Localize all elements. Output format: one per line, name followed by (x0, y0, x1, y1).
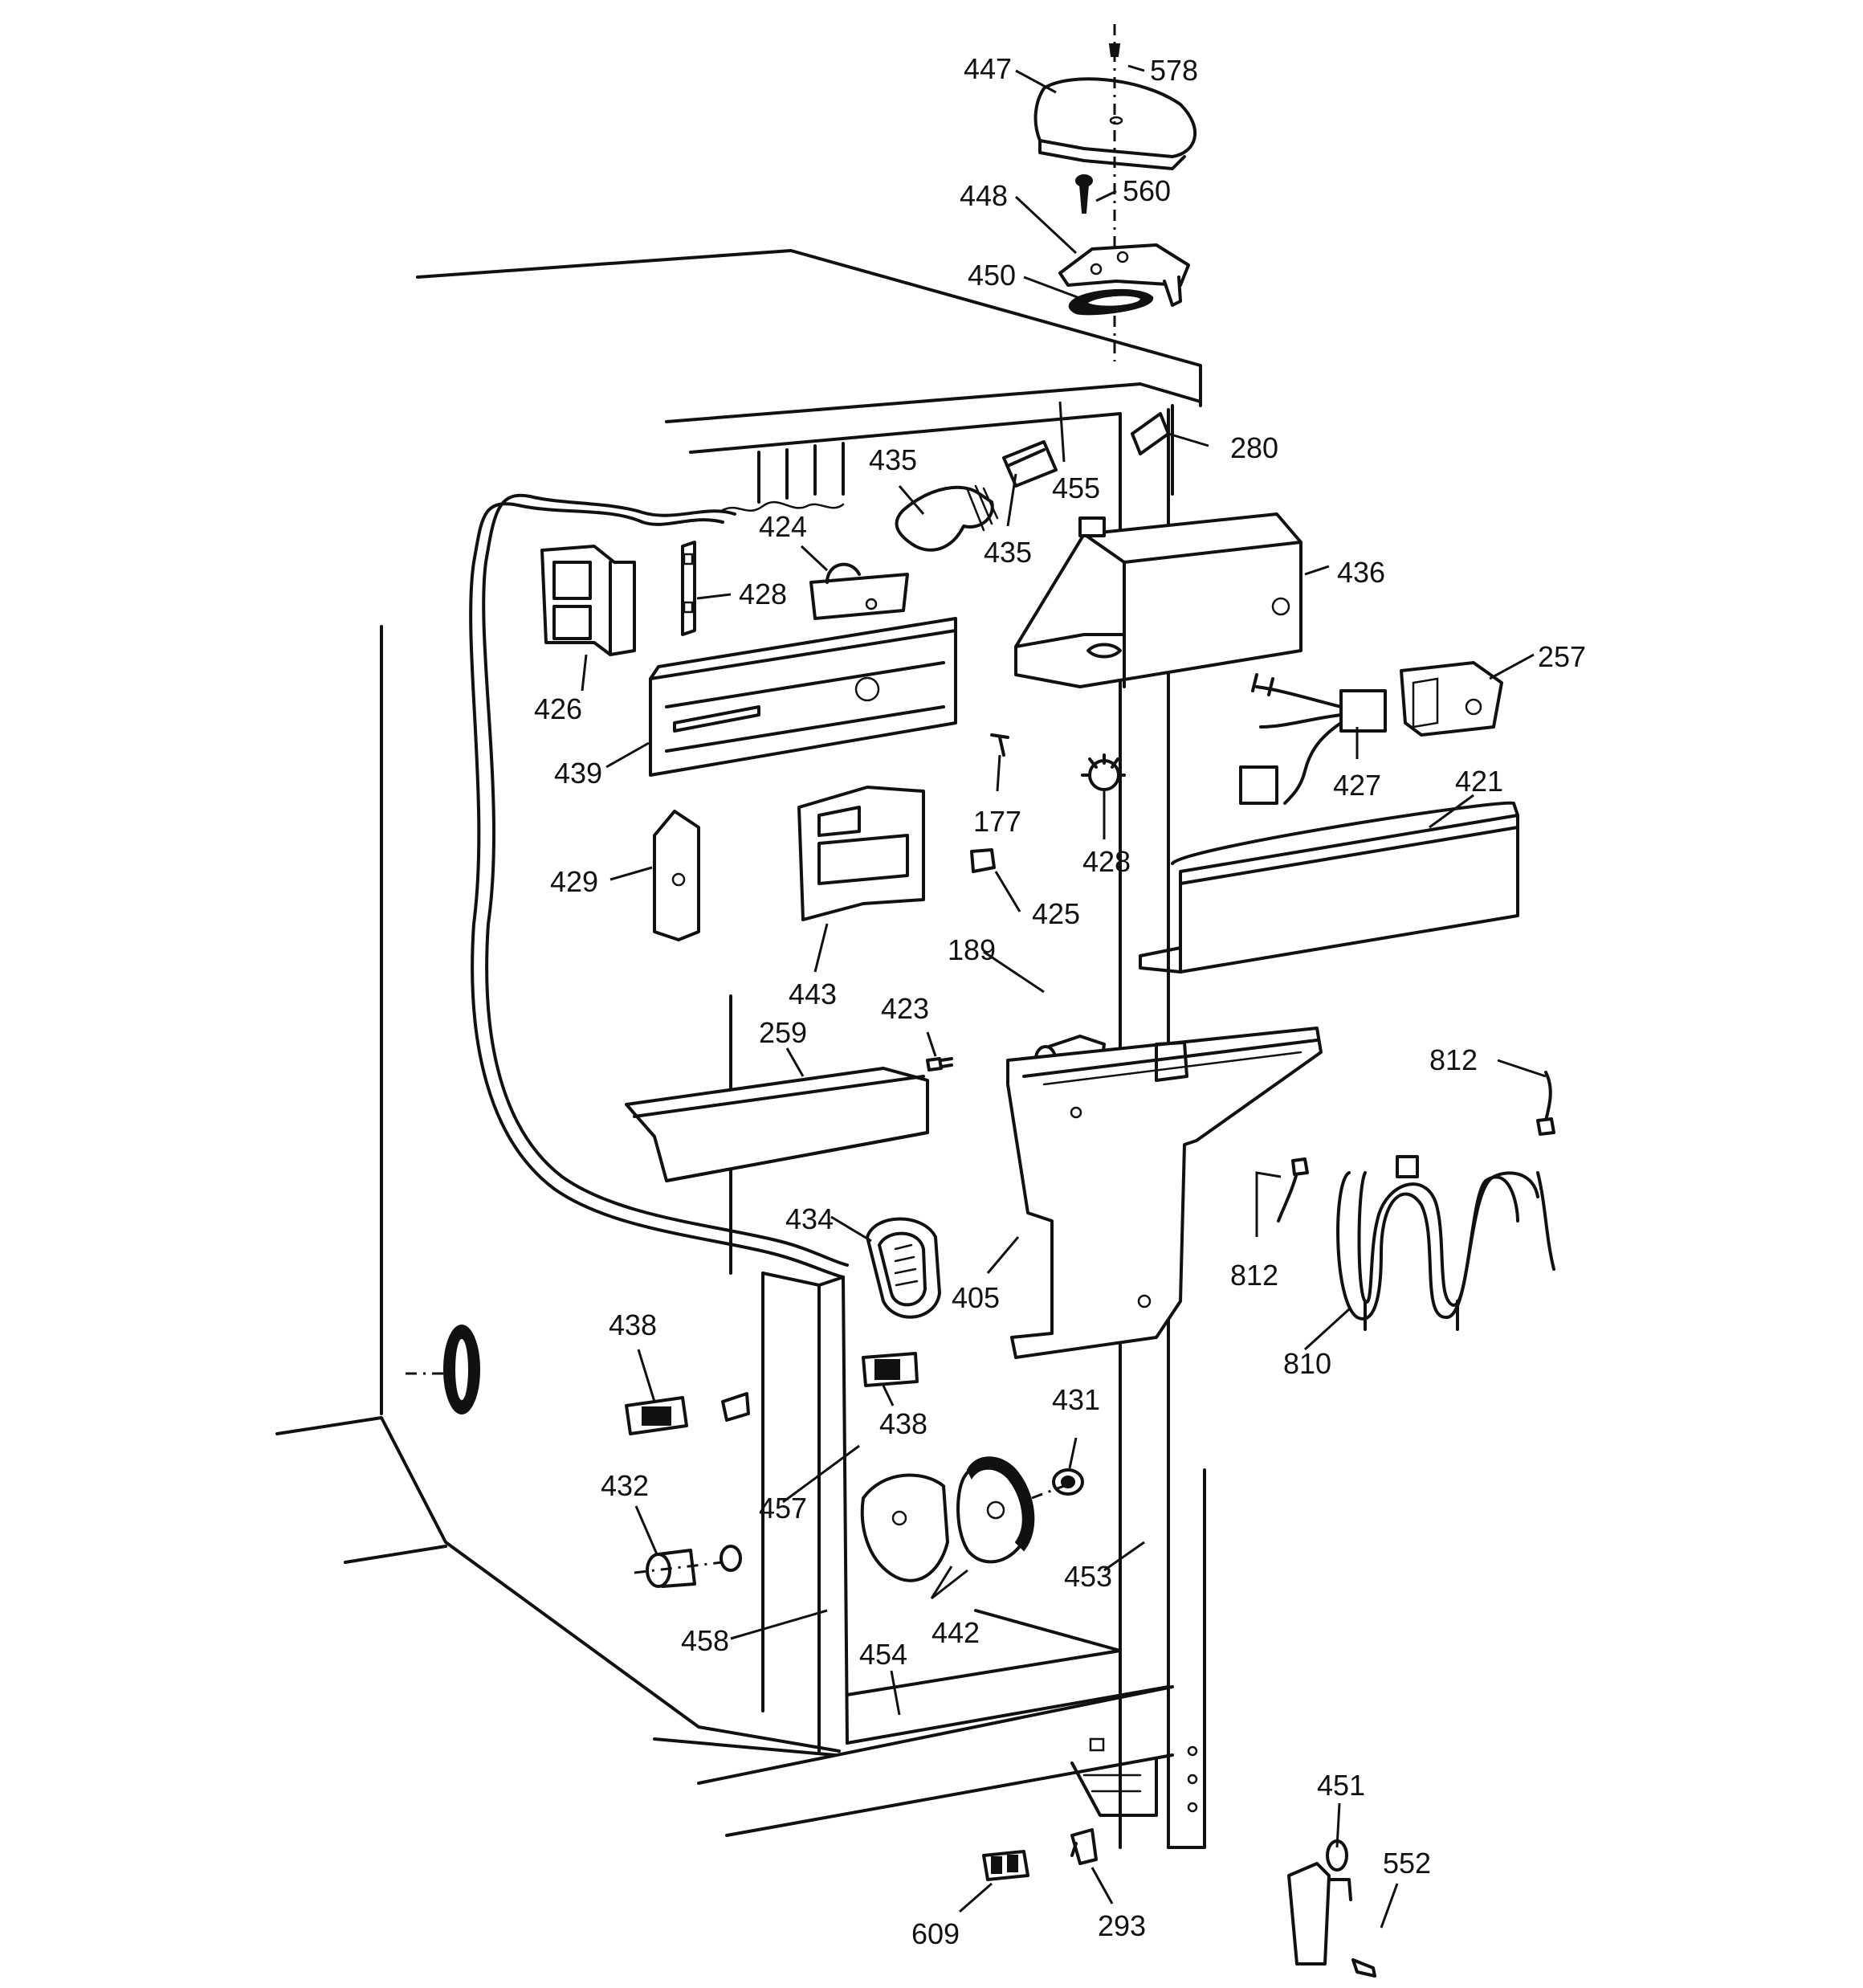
hinge-cover-447 (1033, 77, 1196, 170)
callout-458: 458 (681, 1624, 729, 1657)
callout-177: 177 (973, 805, 1021, 838)
callout-812-lower: 812 (1230, 1259, 1278, 1292)
callout-438-left: 438 (609, 1308, 657, 1341)
harness-427 (1239, 673, 1387, 805)
callout-435-bulb: 435 (869, 443, 917, 476)
callout-280: 280 (1230, 431, 1278, 464)
callout-293: 293 (1098, 1909, 1146, 1942)
callout-257: 257 (1538, 640, 1586, 673)
callout-454: 454 (859, 1638, 907, 1671)
heater-810 (1336, 1155, 1555, 1331)
damper-442 (860, 1456, 1065, 1582)
socket-435 (1002, 440, 1058, 488)
callout-428-gear: 428 (1082, 845, 1131, 878)
bracket-429 (653, 810, 700, 941)
callout-457: 457 (759, 1492, 807, 1525)
screw-560 (1075, 174, 1093, 214)
clip-293 (1070, 1828, 1098, 1865)
callout-405: 405 (952, 1281, 1000, 1314)
grille-434 (866, 1217, 941, 1319)
callout-434: 434 (785, 1202, 834, 1235)
callout-436: 436 (1337, 556, 1385, 589)
callout-560: 560 (1123, 174, 1171, 207)
callout-443: 443 (789, 978, 837, 1010)
switch-424 (809, 562, 909, 620)
callout-552: 552 (1383, 1847, 1431, 1880)
part-609 (982, 1850, 1029, 1881)
screw-552 (1351, 1958, 1376, 1978)
air-duct-405 (1006, 1027, 1323, 1359)
bracket-439 (649, 617, 957, 777)
callout-189: 189 (948, 933, 996, 966)
callout-453: 453 (1064, 1560, 1112, 1593)
callout-438-right: 438 (879, 1407, 927, 1440)
part-280 (1131, 412, 1170, 455)
hinge-448 (1058, 243, 1190, 307)
callout-421: 421 (1455, 765, 1503, 798)
callout-425: 425 (1032, 897, 1080, 930)
grommet-432 (634, 1545, 742, 1588)
callout-812-upper: 812 (1429, 1043, 1478, 1076)
control-housing-426 (540, 545, 636, 656)
channel-421 (1139, 801, 1519, 974)
callout-448: 448 (960, 179, 1008, 212)
bulb-435 (895, 484, 999, 552)
callout-451: 451 (1317, 1769, 1365, 1802)
callout-810: 810 (1283, 1347, 1331, 1380)
oval-vent (406, 1325, 480, 1414)
callout-428-bracket: 428 (739, 578, 787, 610)
leader-lines (581, 64, 1547, 1929)
connector-438 (625, 1352, 919, 1435)
callout-435-socket: 435 (984, 536, 1032, 569)
bracket-443 (797, 786, 925, 921)
callout-429: 429 (550, 865, 598, 898)
callout-609: 609 (911, 1917, 960, 1950)
block-425 (970, 848, 996, 873)
tube-812 (1277, 1071, 1555, 1223)
cover-259 (625, 1067, 929, 1182)
timer-257 (1400, 661, 1503, 737)
callout-423: 423 (881, 992, 929, 1025)
control-box-436 (1014, 512, 1302, 688)
callout-578: 578 (1150, 54, 1198, 87)
callout-450: 450 (968, 259, 1016, 292)
nut-431 (1052, 1468, 1084, 1496)
callout-259: 259 (759, 1016, 807, 1049)
callout-431: 431 (1052, 1383, 1100, 1416)
bracket-428 (681, 541, 696, 636)
part-423 (926, 1057, 953, 1072)
callout-442: 442 (932, 1616, 980, 1649)
callout-labels: 578 447 560 448 450 280 435 455 435 424 … (534, 52, 1586, 1950)
callout-432: 432 (601, 1469, 649, 1502)
callout-424: 424 (759, 510, 807, 543)
callout-455: 455 (1052, 471, 1100, 504)
washer-450 (1068, 289, 1154, 316)
callout-427: 427 (1333, 769, 1381, 802)
callout-439: 439 (554, 757, 602, 790)
hinge-451 (1287, 1839, 1352, 1966)
gear-428 (1081, 753, 1126, 791)
callout-447: 447 (964, 52, 1012, 85)
screw-177 (990, 733, 1009, 757)
callout-426: 426 (534, 692, 582, 725)
